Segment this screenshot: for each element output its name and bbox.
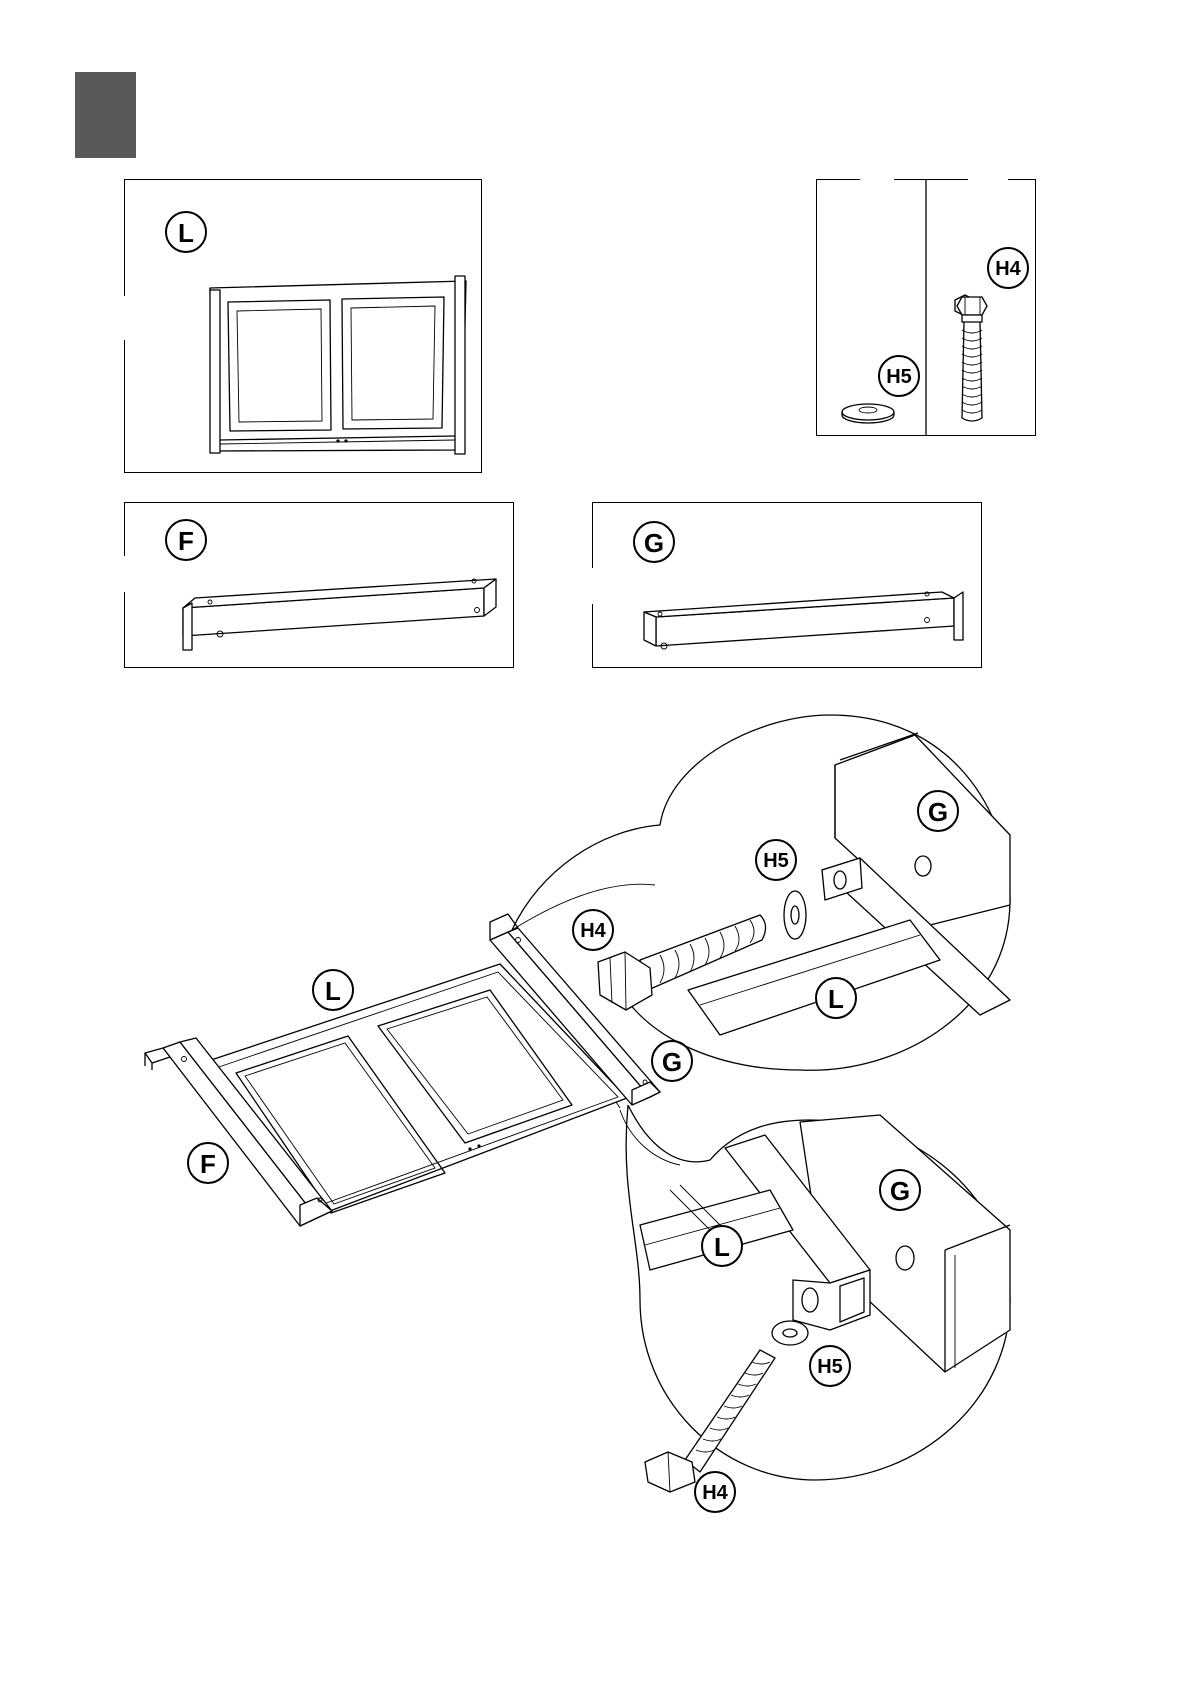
rail-f-callout: F [166,520,206,560]
part-l-label: L [178,218,194,248]
detail-bottom-callout-h5: H5 [810,1346,850,1386]
washer-h5-label: H5 [886,366,912,388]
assembly-callout-f: F [188,1143,228,1183]
detail-bottom-callout-h4: H4 [695,1472,735,1512]
detail-top-callout-g: G [918,791,958,831]
assembly-drawing [145,914,660,1226]
detail-bottom-label-l: L [714,1232,730,1262]
detail-top-label-l: L [828,984,844,1014]
detail-top-callout-h5: H5 [756,840,796,880]
bolt-h4-callout: H4 [988,248,1028,288]
washer-h5-callout: H5 [879,356,919,396]
rail-g-label: G [644,528,664,558]
assembly-label-f: F [200,1149,216,1179]
washer-h5-drawing [842,404,894,423]
rail-g-callout: G [634,522,674,562]
detail-bottom-callout-g: G [880,1170,920,1210]
headboard-part-drawing [210,276,466,454]
assembly-label-g: G [662,1047,682,1077]
part-l-callout: L [166,212,206,252]
assembly-label-l: L [325,976,341,1006]
detail-top-callout-h4: H4 [573,910,613,950]
detail-bottom-label-h4: H4 [702,1482,728,1504]
detail-top-label-h4: H4 [580,920,606,942]
detail-top-label-g: G [928,797,948,827]
rail-g-drawing [644,592,963,649]
detail-top-callout-l: L [816,978,856,1018]
detail-bottom-label-h5: H5 [817,1356,843,1378]
rail-f-drawing [183,579,496,650]
detail-top-drawing [598,733,1010,1035]
detail-bottom-callout-l: L [702,1226,742,1266]
rail-f-label: F [178,526,194,556]
detail-bottom-label-g: G [890,1176,910,1206]
detail-bottom-drawing [640,1115,1010,1492]
bolt-h4-drawing [955,295,987,421]
detail-top-label-h5: H5 [763,850,789,872]
bolt-h4-label: H4 [995,258,1021,280]
assembly-callout-l: L [313,970,353,1010]
